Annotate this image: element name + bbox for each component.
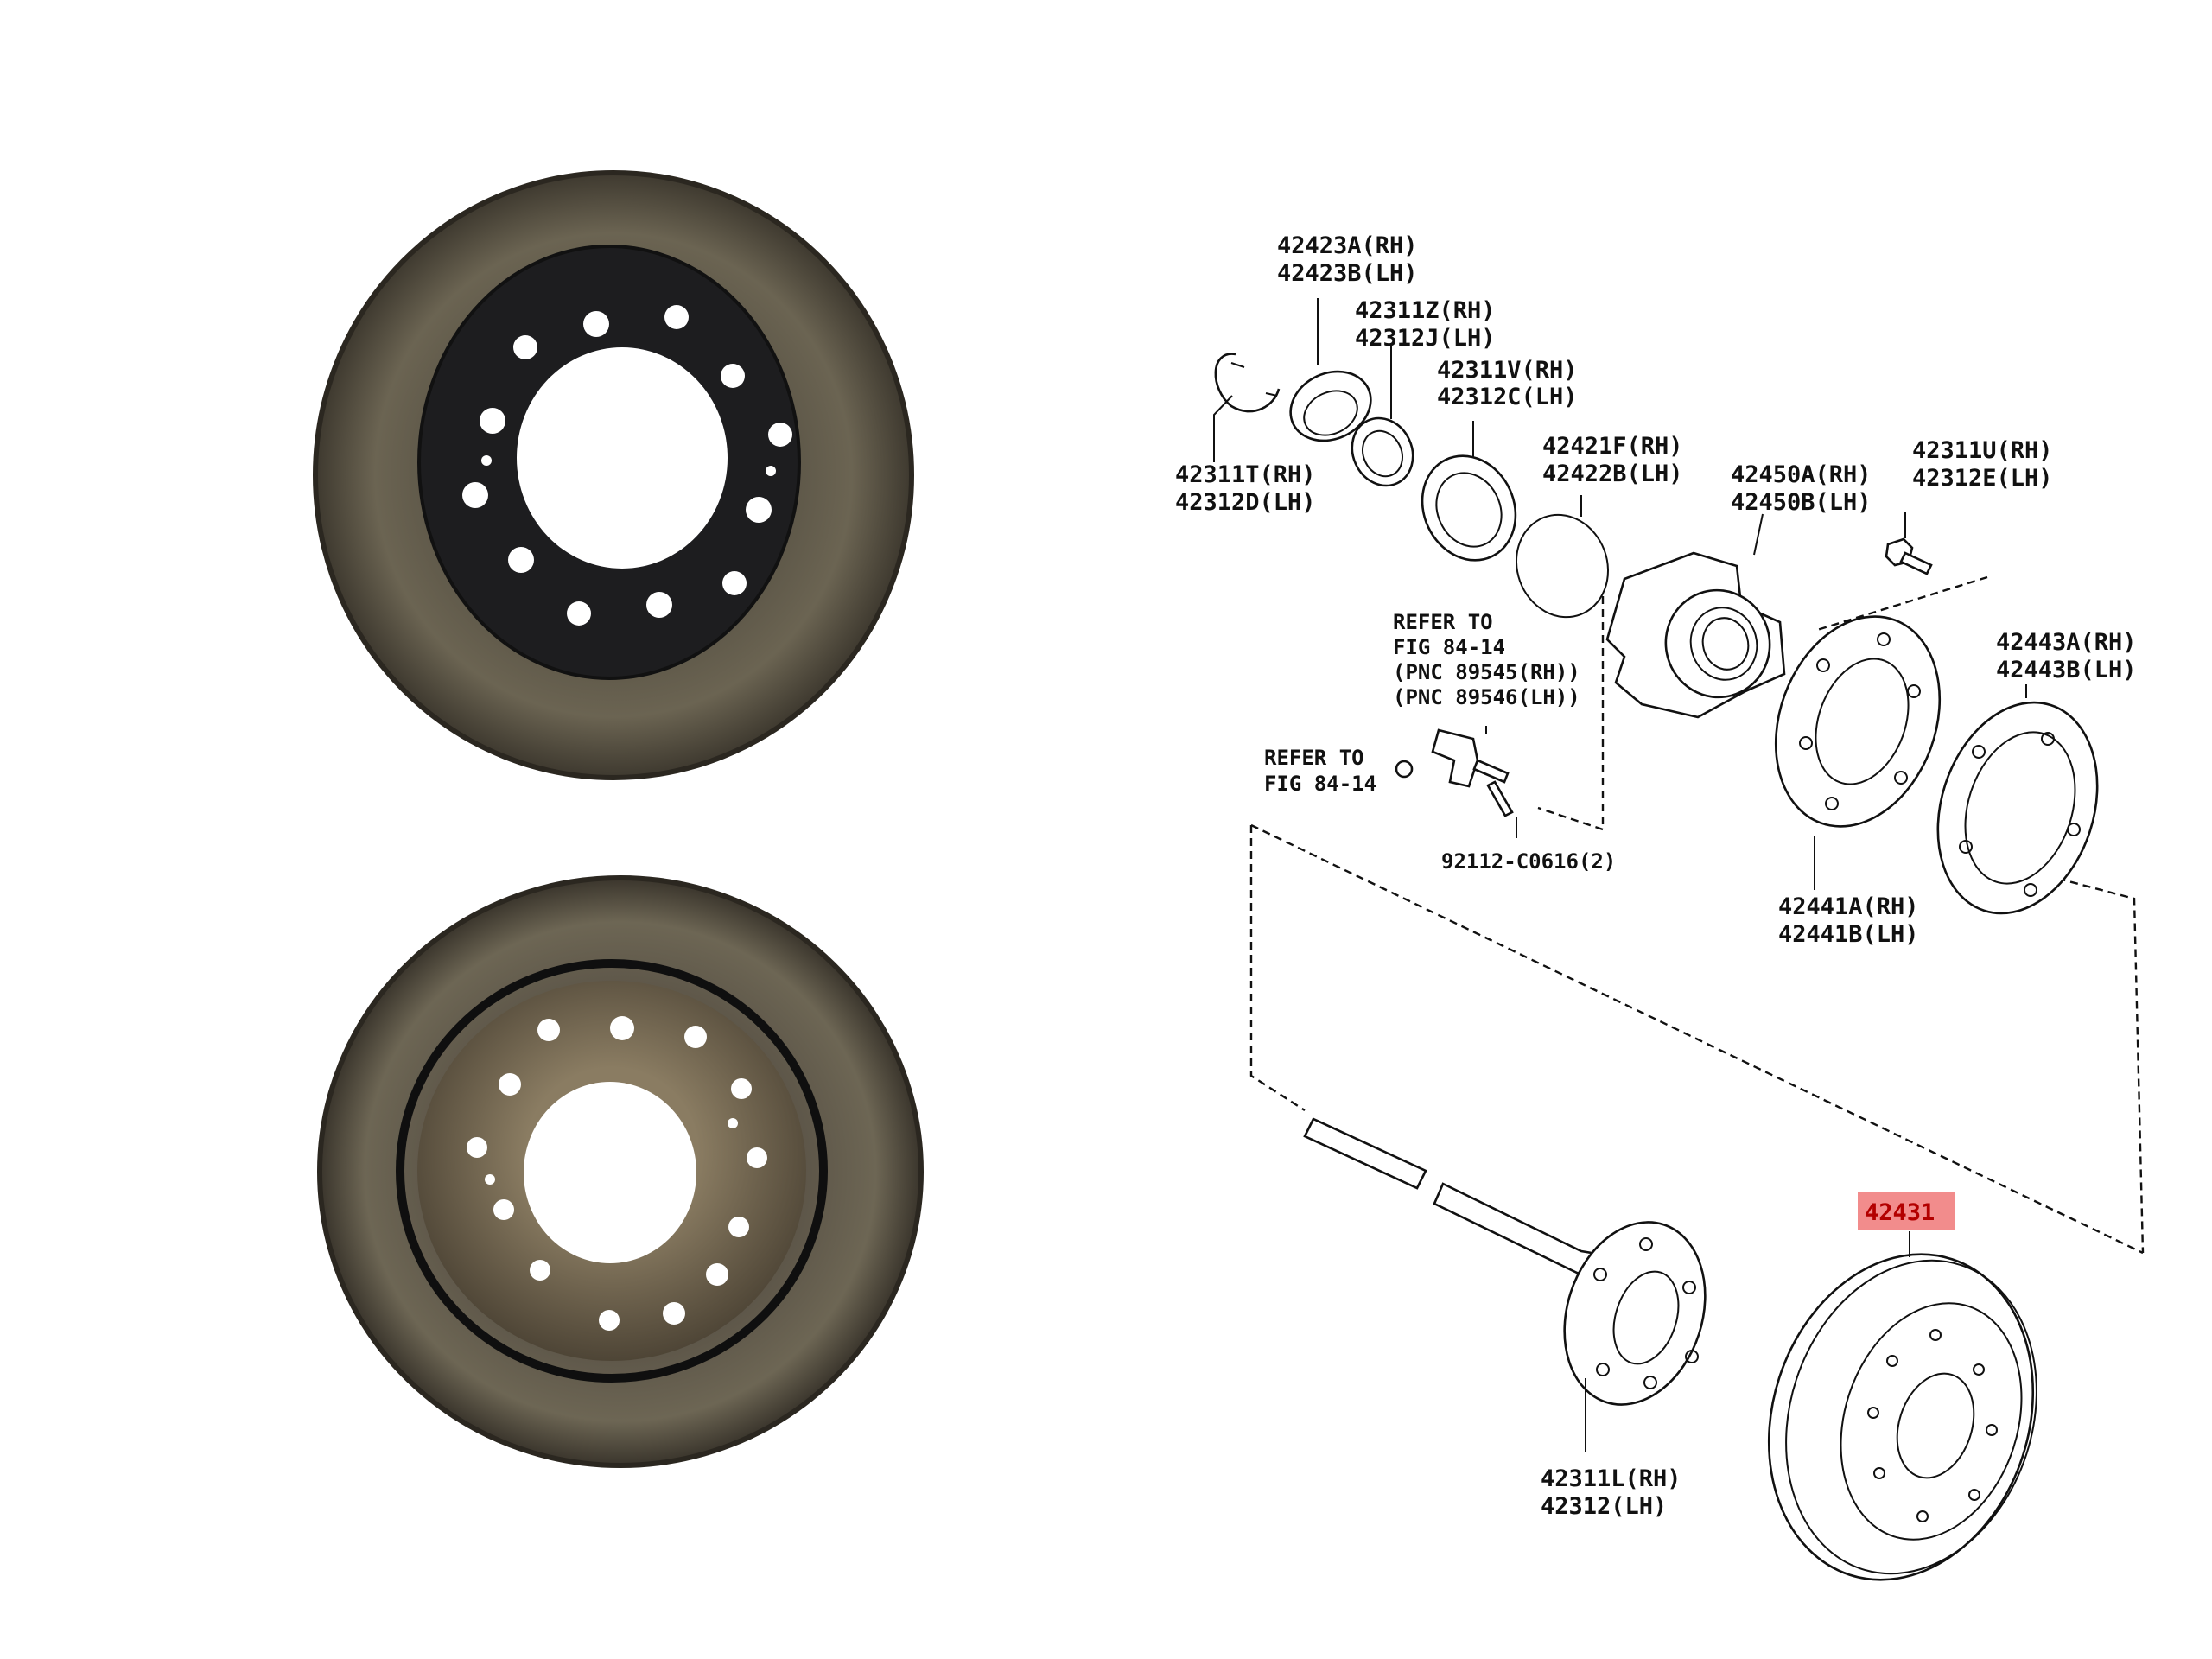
svg-text:(PNC 89546(LH)): (PNC 89546(LH)): [1393, 685, 1580, 709]
gasket-part: [1936, 684, 2099, 915]
svg-text:42450B(LH): 42450B(LH): [1731, 489, 1872, 516]
bolt-part: [1885, 512, 1933, 575]
svg-text:REFER TO: REFER TO: [1393, 610, 1493, 634]
product-photos: [313, 170, 924, 1468]
rotor-photo-top: [313, 170, 914, 780]
parts-diagram: 42423A(RH) 42423B(LH) 42311Z(RH) 42312J(…: [1175, 232, 2145, 1581]
backing-plate-part: [1774, 615, 1942, 890]
svg-text:42423B(LH): 42423B(LH): [1277, 260, 1418, 287]
svg-text:42443A(RH): 42443A(RH): [1996, 629, 2137, 656]
svg-text:42443B(LH): 42443B(LH): [1996, 657, 2137, 683]
svg-text:42312E(LH): 42312E(LH): [1912, 465, 2053, 492]
svg-text:92112-C0616(2): 92112-C0616(2): [1441, 849, 1616, 874]
bearing-part: [1289, 298, 1372, 442]
label-42441: 42441A(RH) 42441B(LH): [1778, 893, 1919, 948]
svg-text:42422B(LH): 42422B(LH): [1542, 461, 1683, 487]
highlight-label: 42431: [1865, 1199, 1935, 1226]
label-42450: 42450A(RH) 42450B(LH): [1731, 461, 1872, 516]
label-refer-sensor: REFER TO FIG 84-14 (PNC 89545(RH)) (PNC …: [1393, 610, 1580, 709]
brake-rotor-part: [1767, 1231, 2037, 1581]
svg-text:FIG 84-14: FIG 84-14: [1264, 772, 1376, 796]
svg-text:42312J(LH): 42312J(LH): [1355, 325, 1496, 352]
axle-shaft-part: [1303, 1117, 1707, 1452]
lug-holes-top: [462, 305, 792, 626]
svg-text:42311L(RH): 42311L(RH): [1541, 1465, 1681, 1492]
lug-holes-bottom: [467, 1016, 767, 1331]
label-42311l: 42311L(RH) 42312(LH): [1541, 1465, 1681, 1520]
svg-text:42312D(LH): 42312D(LH): [1175, 489, 1316, 516]
snap-ring-part: [1213, 353, 1281, 462]
svg-text:42441B(LH): 42441B(LH): [1778, 921, 1919, 948]
svg-text:42312C(LH): 42312C(LH): [1437, 384, 1578, 410]
svg-text:42311T(RH): 42311T(RH): [1175, 461, 1316, 488]
label-92112: 92112-C0616(2): [1441, 849, 1616, 874]
svg-text:FIG 84-14: FIG 84-14: [1393, 635, 1505, 659]
seal-part-1: [1351, 346, 1414, 487]
label-refer-bolt: REFER TO FIG 84-14: [1264, 746, 1376, 796]
svg-text:42441A(RH): 42441A(RH): [1778, 893, 1919, 920]
svg-text:42311Z(RH): 42311Z(RH): [1355, 297, 1496, 324]
label-42311u: 42311U(RH) 42312E(LH): [1912, 437, 2053, 492]
highlight-box: [1858, 1192, 1955, 1230]
svg-text:42421F(RH): 42421F(RH): [1542, 433, 1683, 460]
svg-text:REFER TO: REFER TO: [1264, 746, 1364, 770]
label-42443: 42443A(RH) 42443B(LH): [1996, 629, 2137, 683]
rotor-photo-bottom: [317, 875, 924, 1468]
label-42423: 42423A(RH) 42423B(LH): [1277, 232, 1418, 287]
speed-sensor-part: [1395, 726, 1517, 838]
svg-text:42450A(RH): 42450A(RH): [1731, 461, 1872, 488]
hub-bearing-part: [1605, 513, 1786, 719]
label-42311v: 42311V(RH) 42312C(LH): [1437, 357, 1578, 410]
svg-text:(PNC 89545(RH)): (PNC 89545(RH)): [1393, 660, 1580, 684]
svg-text:42311U(RH): 42311U(RH): [1912, 437, 2053, 464]
highlight-42431: 42431: [1858, 1192, 1955, 1230]
svg-text:42311V(RH): 42311V(RH): [1437, 357, 1578, 384]
label-42421: 42421F(RH) 42422B(LH): [1542, 433, 1683, 487]
svg-text:42312(LH): 42312(LH): [1541, 1493, 1667, 1520]
o-ring-part: [1516, 495, 1609, 619]
label-42311z: 42311Z(RH) 42312J(LH): [1355, 297, 1496, 352]
svg-text:42423A(RH): 42423A(RH): [1277, 232, 1418, 259]
seal-part-2: [1421, 421, 1517, 562]
label-42311t: 42311T(RH) 42312D(LH): [1175, 461, 1316, 516]
